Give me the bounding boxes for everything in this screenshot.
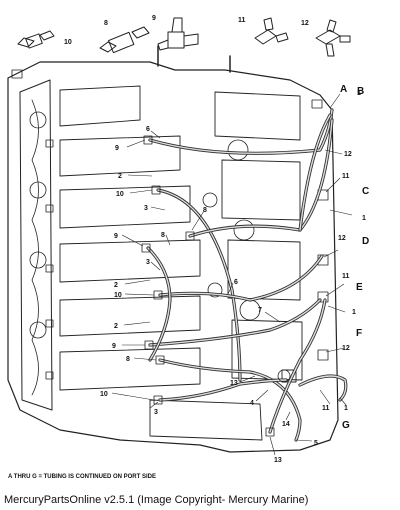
callout-11: 11 <box>322 405 330 412</box>
callout-1: 1 <box>362 215 366 222</box>
callout-12: 12 <box>338 235 346 242</box>
fitting-12-illustration <box>315 19 351 57</box>
callout-2: 2 <box>118 173 122 180</box>
fitting-8-label: 8 <box>104 20 108 27</box>
image-caption: MercuryPartsOnline v2.5.1 (Image Copyrig… <box>4 494 309 506</box>
callout-10: 10 <box>114 292 122 299</box>
callout-13: 13 <box>274 457 282 464</box>
callout-11: 11 <box>342 273 350 280</box>
callout-12: 12 <box>342 345 350 352</box>
callout-11: 11 <box>342 173 350 180</box>
engine-block <box>7 45 339 453</box>
fitting-11-illustration <box>254 17 289 45</box>
callout-2: 2 <box>114 323 118 330</box>
legend-note: A THRU G = TUBING IS CONTINUED ON PORT S… <box>8 474 156 480</box>
callout-3: 3 <box>144 205 148 212</box>
callout-8: 8 <box>126 356 130 363</box>
fitting-12-label: 12 <box>301 20 309 27</box>
callout-14: 14 <box>282 421 290 428</box>
callout-labels: 6 9 2 10 3 8 9 8 3 2 10 2 9 8 10 3 6 7 1… <box>100 90 366 464</box>
tubing-lines <box>146 108 348 442</box>
callout-8: 8 <box>203 207 207 214</box>
callout-7: 7 <box>258 307 262 314</box>
callout-1: 1 <box>344 405 348 412</box>
callout-9: 9 <box>115 145 119 152</box>
callout-4: 4 <box>250 400 254 407</box>
callout-10: 10 <box>116 191 124 198</box>
letter-f: F <box>356 328 362 339</box>
fitting-10-label: 10 <box>64 39 72 46</box>
letter-b: B <box>357 86 364 97</box>
callout-5: 5 <box>314 440 318 447</box>
letter-labels: A B C D E F G <box>340 84 369 431</box>
callout-9: 9 <box>112 343 116 350</box>
tubing-diagram: 10 8 9 11 12 <box>7 15 369 480</box>
callout-3: 3 <box>146 259 150 266</box>
callout-13: 13 <box>230 380 238 387</box>
callout-6: 6 <box>146 126 150 133</box>
fitting-11-label: 11 <box>238 17 246 24</box>
leader-lines <box>111 93 353 456</box>
letter-e: E <box>356 282 363 293</box>
fitting-8-illustration <box>99 26 150 54</box>
callout-1: 1 <box>357 90 361 97</box>
letter-d: D <box>362 236 369 247</box>
fitting-9-illustration <box>157 17 199 51</box>
callout-3: 3 <box>154 409 158 416</box>
callout-12: 12 <box>344 151 352 158</box>
callout-9: 9 <box>114 233 118 240</box>
callout-8: 8 <box>161 232 165 239</box>
fitting-9-label: 9 <box>152 15 156 22</box>
letter-g: G <box>342 420 350 431</box>
callout-10: 10 <box>100 391 108 398</box>
callout-6: 6 <box>234 279 238 286</box>
callout-2: 2 <box>114 282 118 289</box>
letter-c: C <box>362 186 369 197</box>
callout-1: 1 <box>352 309 356 316</box>
fitting-10-illustration <box>17 30 55 49</box>
letter-a: A <box>340 84 347 95</box>
